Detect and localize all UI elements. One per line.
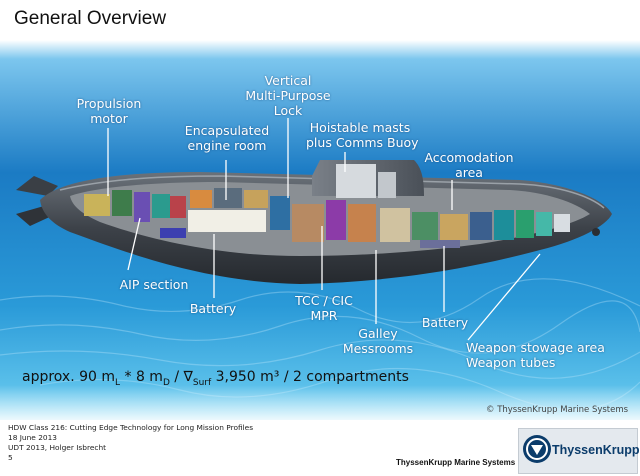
- stern-fin-upper: [16, 176, 58, 196]
- footer-info: HDW Class 216: Cutting Edge Technology f…: [8, 423, 253, 463]
- leader-lines: [107, 118, 541, 341]
- label-engine-room: Encapsulated engine room: [184, 123, 270, 153]
- submarine: [16, 160, 612, 284]
- water-caustics: [0, 278, 640, 411]
- label-weapons: Weapon stowage area Weapon tubes: [466, 340, 605, 370]
- bottom-fade: [0, 385, 640, 425]
- label-galley: Galley Messrooms: [342, 326, 414, 356]
- logo-wordmark: ThyssenKrupp: [552, 443, 640, 457]
- label-battery-fwd: Battery: [421, 315, 469, 330]
- label-propulsion-motor: Propulsion motor: [76, 96, 142, 126]
- thyssenkrupp-emblem-icon: [523, 435, 551, 463]
- footer-line-event: UDT 2013, Holger Isbrecht: [8, 443, 107, 452]
- copyright-notice: © ThyssenKrupp Marine Systems: [486, 405, 629, 415]
- label-vertical-lock: Vertical Multi-Purpose Lock: [245, 73, 331, 118]
- label-aip-section: AIP section: [119, 277, 189, 292]
- company-name: ThyssenKrupp Marine Systems: [396, 458, 516, 467]
- page-title: General Overview: [14, 8, 167, 29]
- footer-line-title: HDW Class 216: Cutting Edge Technology f…: [8, 423, 254, 432]
- label-tcc-cic: TCC / CIC MPR: [295, 293, 353, 323]
- dimensions-text: approx. 90 mL * 8 mD / ∇Surf 3,950 m³ / …: [22, 369, 409, 388]
- label-accomodation: Accomodation area: [424, 150, 514, 180]
- label-battery-aft: Battery: [189, 301, 237, 316]
- internal-equipment: [84, 188, 570, 248]
- footer-line-date: 18 June 2013: [8, 433, 58, 442]
- footer-page-number: 5: [8, 453, 13, 462]
- label-hoistable-masts: Hoistable masts plus Comms Buoy: [306, 120, 419, 150]
